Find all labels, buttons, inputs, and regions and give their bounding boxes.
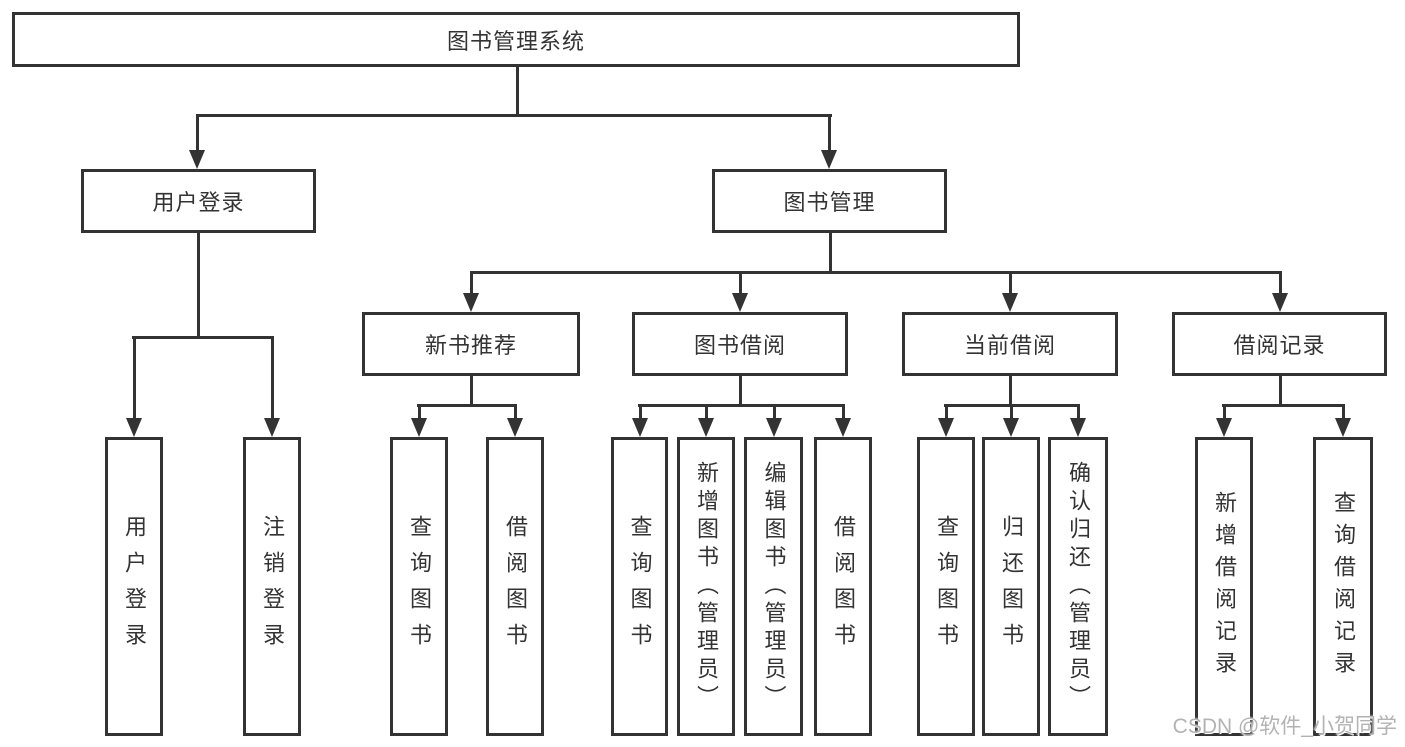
connector-vline xyxy=(773,404,776,420)
node-library-system: 图书管理系统 xyxy=(12,12,1020,67)
leaf-label: 用户登录 xyxy=(122,514,147,659)
connector-vline xyxy=(829,232,832,274)
connector-vline xyxy=(945,404,948,420)
arrow-down-icon xyxy=(835,418,851,437)
arrow-down-icon xyxy=(1002,293,1018,312)
leaf-add-borrow-record: 新增借阅记录 xyxy=(1195,437,1253,736)
leaf-query-books-recommend: 查询图书 xyxy=(390,437,448,736)
arrow-down-icon xyxy=(264,418,280,437)
node-label: 借阅记录 xyxy=(1233,333,1326,358)
node-label: 图书管理 xyxy=(783,190,876,215)
connector-vline xyxy=(470,376,473,406)
connector-vline xyxy=(133,336,136,420)
connector-vline xyxy=(516,67,519,117)
node-label: 图书管理系统 xyxy=(446,28,585,54)
connector-vline xyxy=(197,232,200,338)
connector-vline xyxy=(418,404,421,420)
leaf-label: 编辑图书（管理员） xyxy=(761,460,787,713)
leaf-return-books: 归还图书 xyxy=(982,437,1040,736)
node-book-borrowing: 图书借阅 xyxy=(632,312,848,376)
leaf-label: 新增图书（管理员） xyxy=(694,460,719,713)
leaf-label: 借阅图书 xyxy=(503,514,528,659)
connector-vline xyxy=(739,376,742,406)
connector-hline xyxy=(1222,404,1345,407)
connector-vline xyxy=(470,271,473,295)
leaf-edit-books-admin: 编辑图书（管理员） xyxy=(744,437,803,736)
leaf-label: 归还图书 xyxy=(999,514,1024,659)
arrow-down-icon xyxy=(1335,418,1351,437)
connector-vline xyxy=(842,404,845,420)
connector-hline xyxy=(196,114,832,117)
arrow-down-icon xyxy=(463,293,479,312)
connector-vline xyxy=(271,336,274,420)
leaf-add-books-admin: 新增图书（管理员） xyxy=(677,437,735,736)
arrow-down-icon xyxy=(411,418,427,437)
connector-vline xyxy=(1009,271,1012,295)
arrow-down-icon xyxy=(632,418,648,437)
connector-vline xyxy=(1077,404,1080,420)
leaf-label: 查询图书 xyxy=(934,514,959,659)
node-label: 用户登录 xyxy=(152,190,245,215)
node-borrowing-records: 借阅记录 xyxy=(1172,312,1387,376)
arrow-down-icon xyxy=(189,150,205,169)
connector-vline xyxy=(1010,404,1013,420)
arrow-down-icon xyxy=(507,418,523,437)
connector-hline xyxy=(638,404,845,407)
node-label: 新书推荐 xyxy=(424,333,517,358)
arrow-down-icon xyxy=(766,418,782,437)
leaf-label: 查询图书 xyxy=(627,514,653,659)
connector-hline xyxy=(132,336,274,339)
leaf-query-books-current: 查询图书 xyxy=(917,437,975,736)
node-label: 图书借阅 xyxy=(693,333,786,358)
leaf-confirm-return-admin: 确认归还（管理员） xyxy=(1048,437,1108,736)
node-book-management: 图书管理 xyxy=(712,169,947,233)
leaf-borrow-books-recommend: 借阅图书 xyxy=(486,437,544,736)
connector-vline xyxy=(1223,404,1226,420)
arrow-down-icon xyxy=(1003,418,1019,437)
leaf-label: 借阅图书 xyxy=(831,514,856,659)
node-label: 当前借阅 xyxy=(963,333,1056,358)
connector-vline xyxy=(1009,376,1012,406)
arrow-down-icon xyxy=(938,418,954,437)
arrow-down-icon xyxy=(126,418,142,437)
arrow-down-icon xyxy=(1070,418,1086,437)
watermark: CSDN @软件_小贺同学 xyxy=(1172,715,1397,738)
leaf-query-borrow-record: 查询借阅记录 xyxy=(1313,437,1373,736)
arrow-down-icon xyxy=(1216,418,1232,437)
connector-hline xyxy=(470,271,1281,274)
connector-hline xyxy=(417,404,517,407)
connector-vline xyxy=(739,271,742,295)
connector-vline xyxy=(1342,404,1345,420)
node-new-book-recommendation: 新书推荐 xyxy=(362,312,580,376)
arrow-down-icon xyxy=(698,418,714,437)
node-user-login: 用户登录 xyxy=(81,169,316,233)
leaf-user-login: 用户登录 xyxy=(105,437,163,736)
arrow-down-icon xyxy=(1272,293,1288,312)
arrow-down-icon xyxy=(821,150,837,169)
leaf-logout: 注销登录 xyxy=(243,437,301,736)
connector-vline xyxy=(1279,271,1282,295)
leaf-label: 查询图书 xyxy=(407,514,432,659)
leaf-borrow-books: 借阅图书 xyxy=(814,437,872,736)
leaf-label: 确认归还（管理员） xyxy=(1066,460,1091,713)
leaf-query-books-borrow: 查询图书 xyxy=(611,437,668,736)
connector-vline xyxy=(639,404,642,420)
leaf-label: 查询借阅记录 xyxy=(1331,490,1356,683)
connector-vline xyxy=(514,404,517,420)
leaf-label: 注销登录 xyxy=(260,514,285,659)
connector-vline xyxy=(196,114,199,153)
connector-vline xyxy=(828,114,831,153)
connector-vline xyxy=(1279,376,1282,406)
leaf-label: 新增借阅记录 xyxy=(1212,490,1237,683)
node-current-borrowing: 当前借阅 xyxy=(902,312,1118,376)
connector-vline xyxy=(705,404,708,420)
arrow-down-icon xyxy=(732,293,748,312)
